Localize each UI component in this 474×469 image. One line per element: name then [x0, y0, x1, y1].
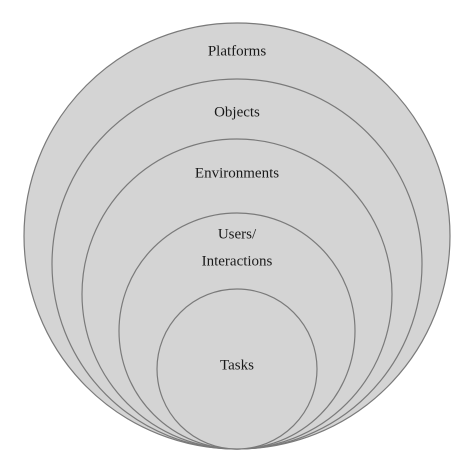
label-tasks: Tasks: [220, 357, 254, 373]
label-environments: Environments: [195, 165, 279, 181]
circle-tasks: [156, 288, 318, 450]
label-interactions: Interactions: [202, 253, 273, 269]
label-platforms: Platforms: [208, 43, 266, 59]
label-users: Users/: [218, 226, 257, 242]
label-objects: Objects: [214, 104, 260, 120]
